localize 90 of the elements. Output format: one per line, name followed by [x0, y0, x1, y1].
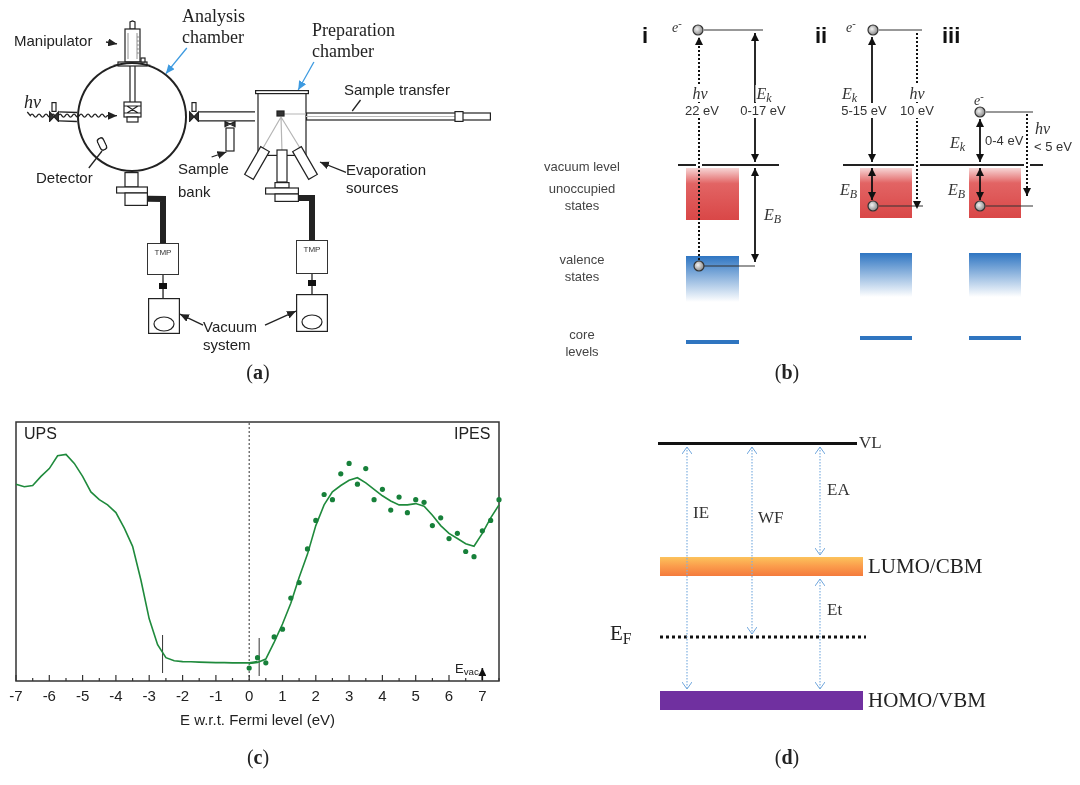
tick-label: 0 [245, 687, 254, 704]
tick-label: 7 [478, 687, 487, 704]
manipulator-drawing [117, 20, 148, 124]
pump-pipe [162, 274, 164, 299]
energy-value: 10 eV [899, 103, 935, 118]
tick-label: 2 [311, 687, 320, 704]
photon-beam-arrow [26, 111, 118, 120]
tick-label: -2 [175, 687, 190, 704]
leader-line [88, 150, 103, 169]
leader-arrow [210, 151, 228, 159]
turbo-pump-box: TMP [296, 240, 328, 274]
callout-label: Sample transfer [344, 80, 462, 100]
electron-label: e$^{-}$ [672, 20, 682, 36]
panel-caption: (d) [774, 745, 800, 769]
leader-arrow [105, 38, 118, 47]
vacuum-pipe [299, 195, 315, 240]
energy-value: < 5 eV [1034, 139, 1072, 154]
photon-label: hν [24, 92, 46, 112]
pump-pipe [311, 273, 313, 295]
tick-label: -4 [109, 687, 123, 704]
leader-line [351, 99, 362, 112]
callout-label: Preparation chamber [312, 20, 408, 62]
turbo-pump-box: TMP [147, 243, 179, 275]
valve-symbol [189, 102, 199, 122]
leader-arrow [319, 161, 347, 174]
energy-label: EA [827, 480, 850, 500]
callout-label: Analysis chamber [182, 6, 262, 48]
preparation-chamber-drawing [255, 90, 309, 156]
photon-energy-label: hν [908, 85, 926, 102]
level-label: HOMO/VBM [868, 688, 986, 712]
vacuum-pipe [148, 195, 166, 243]
leader-arrow [264, 310, 297, 326]
tick-label: 4 [378, 687, 387, 704]
tick-label: -6 [42, 687, 56, 704]
energy-value: 5-15 eV [840, 103, 888, 118]
level-label: VL [859, 433, 882, 453]
electron-label: e$^{-}$ [846, 20, 856, 36]
energy-symbol: E$_{B}$ [764, 206, 782, 223]
energy-label: WF [758, 508, 784, 528]
energy-label: IE [693, 503, 710, 523]
sample-bank-cylinder [224, 121, 236, 152]
pump-flange [116, 172, 148, 206]
callout-label: Detector [36, 168, 102, 188]
level-label: unoccupied states [547, 180, 617, 214]
leader-arrow [179, 313, 204, 326]
energy-label: Et [827, 600, 843, 620]
inlet-tube [58, 111, 78, 123]
energy-symbol: E$_{k}$ [842, 85, 858, 102]
photon-energy-label: hν [1035, 120, 1051, 137]
level-label: valence states [558, 251, 606, 285]
level-label: E$_{F}$ [610, 621, 632, 645]
callout-label: Manipulator [14, 31, 106, 51]
tick-label: 1 [278, 687, 287, 704]
electron-label: e$^{-}$ [974, 93, 984, 109]
energy-value: 22 eV [684, 103, 720, 118]
level-label: core levels [564, 326, 600, 360]
panel-caption: (c) [246, 745, 270, 769]
panel-caption: (b) [774, 360, 800, 384]
transfer-tube [198, 111, 256, 122]
subpanel-label: iii [942, 24, 961, 48]
callout-label: Sample bank [178, 157, 234, 203]
vacuum-pump-box [148, 298, 180, 334]
energy-symbol: E$_{k}$ [950, 134, 966, 151]
subpanel-label: ii [815, 24, 828, 48]
tick-label: -5 [75, 687, 90, 704]
valve-symbol [49, 102, 59, 122]
tick-label: 5 [411, 687, 420, 704]
vacuum-pump-box [296, 294, 328, 332]
tick-label: -3 [142, 687, 156, 704]
energy-symbol: E$_{B}$ [948, 181, 966, 198]
energy-value: 0-17 eV [739, 103, 787, 118]
energy-symbol: E$_{k}$ [755, 85, 773, 102]
level-label: vacuum level [544, 158, 620, 175]
axis-title: E w.r.t. Fermi level (eV) [180, 711, 335, 728]
tick-label: -1 [209, 687, 223, 704]
panel-caption: (a) [246, 360, 270, 384]
callout-label: Evaporation sources [346, 161, 446, 199]
pointer-arrow [165, 47, 188, 75]
tick-label: 6 [444, 687, 454, 704]
pump-flange [265, 182, 299, 202]
callout-label: Vacuum system [203, 318, 265, 354]
tick-label: 3 [344, 687, 354, 704]
transfer-rod [306, 111, 491, 122]
level-label: LUMO/CBM [868, 554, 983, 578]
pointer-arrow [297, 61, 315, 91]
photon-energy-label: hν [691, 85, 709, 102]
energy-value: 0-4 eV [985, 133, 1024, 148]
subpanel-label: i [642, 24, 649, 48]
tick-label: -7 [9, 687, 23, 704]
energy-symbol: E$_{B}$ [840, 181, 858, 198]
